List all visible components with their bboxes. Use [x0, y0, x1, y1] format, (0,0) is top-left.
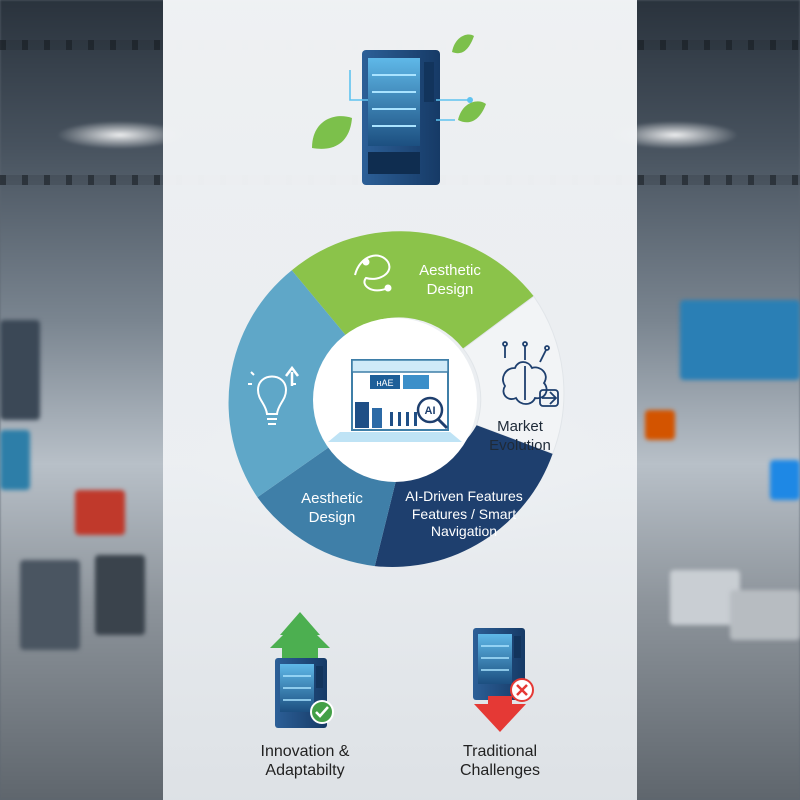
ring-segment-ai-driven-features — [374, 425, 553, 568]
segment-label-ai-driven-features: AI-Driven Features Features / Smart Navi… — [405, 488, 523, 539]
traditional-vending-machine-icon — [473, 628, 526, 732]
trade-show-booth-icon: ʜAE AI — [328, 359, 462, 442]
segment-label-aesthetic-design-bottom: Aesthetic Design — [301, 490, 363, 526]
kiosk-right-2 — [730, 590, 800, 640]
kiosk-left-2 — [95, 555, 145, 635]
segment-label-market-evolution: Market Evolution — [489, 418, 551, 454]
ring-segment-innovation — [228, 270, 347, 498]
up-arrow-icon — [285, 365, 299, 386]
ring-segment-aesthetic-design-bottom — [257, 446, 400, 567]
cross-icon — [510, 678, 534, 702]
booth-screen-left — [0, 430, 30, 490]
ring-segment-aesthetic-design-top — [291, 231, 534, 349]
caption-traditional-challenges: Traditional Challenges — [459, 743, 541, 780]
kiosk-right — [670, 570, 740, 625]
center-ai-sign: AI — [425, 405, 436, 417]
booth-sign-right — [645, 410, 675, 440]
segment-label-aesthetic-design-top: Aesthetic Design — [419, 262, 481, 298]
check-icon — [310, 700, 334, 724]
brain-icon — [502, 341, 559, 407]
caption-innovation-adaptability: Innovation & Adaptabilty — [260, 743, 350, 780]
design-curve-icon — [354, 254, 392, 292]
booth-sign-left — [75, 490, 125, 535]
booth-screen-right-2 — [770, 460, 800, 500]
ring-center — [313, 318, 477, 482]
booth-left — [0, 320, 40, 420]
kiosk-left — [20, 560, 80, 650]
top-vending-machine-icon — [349, 50, 473, 185]
booth-screen-right — [680, 300, 800, 380]
svg-text:ʜAE: ʜAE — [377, 378, 394, 388]
leaf-icon — [312, 34, 486, 149]
ring-segment-market-evolution — [462, 295, 565, 455]
